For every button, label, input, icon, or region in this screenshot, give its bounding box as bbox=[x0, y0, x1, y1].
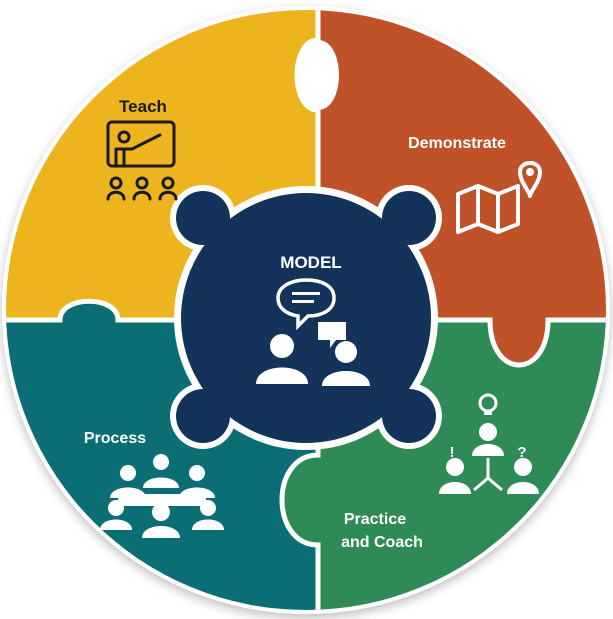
demonstrate-label: Demonstrate bbox=[408, 135, 506, 152]
conversation-icon bbox=[256, 278, 370, 386]
question-mark: ? bbox=[517, 444, 526, 461]
meeting-table-icon bbox=[100, 454, 224, 538]
teach-label: Teach bbox=[119, 97, 167, 116]
practice-label-line1: Practice bbox=[344, 511, 406, 528]
presentation-icon bbox=[106, 120, 178, 201]
process-label: Process bbox=[84, 430, 146, 447]
exclaim-mark: ! bbox=[450, 444, 455, 461]
map-pin-icon bbox=[456, 161, 542, 234]
center-label: MODEL bbox=[280, 253, 341, 272]
idea-network-icon: ! ? bbox=[439, 393, 539, 494]
practice-label-line2: and Coach bbox=[341, 534, 423, 551]
